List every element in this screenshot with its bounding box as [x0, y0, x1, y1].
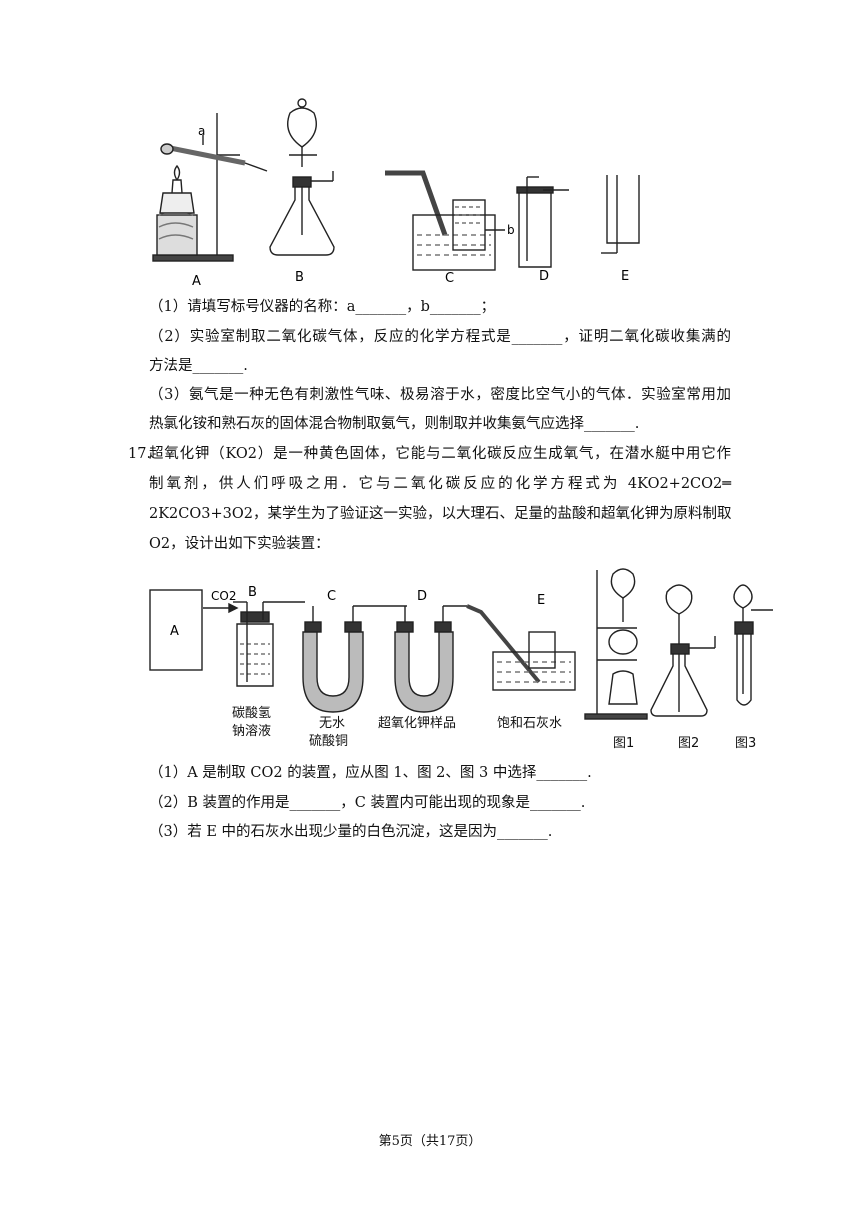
q16-sub3-line2: 热氯化铵和熟石灰的固体混合物制取氨气，则制取并收集氨气应选择_______.: [149, 416, 640, 432]
q16-sub1: （1）请填写标号仪器的名称：a_______，b_______；: [149, 299, 496, 315]
gas-label-co2: CO2: [211, 589, 236, 603]
page-footer: 第5页（共17页）: [378, 1134, 482, 1149]
label-e: E: [621, 269, 629, 284]
q17-sub2: （2）B 装置的作用是_______，C 装置内可能出现的现象是_______.: [149, 795, 586, 811]
setup-label-d: D: [417, 589, 427, 604]
caption-b-line2: 钠溶液: [232, 724, 272, 739]
experiment-setup-drawing: A CO2 B C D E: [149, 568, 773, 720]
caption-d: 超氧化钾样品: [378, 716, 457, 731]
caption-fig1: 图1: [613, 736, 635, 751]
q17-number: 17.: [128, 446, 152, 462]
apparatus-figure-1-drawing: a b A B C D E: [152, 98, 640, 289]
marker-b: b: [507, 223, 515, 237]
caption-fig3: 图3: [735, 736, 757, 751]
q17-sub3: （3）若 E 中的石灰水出现少量的白色沉淀，这是因为_______.: [149, 824, 553, 840]
caption-b-line1: 碳酸氢: [232, 706, 272, 721]
label-b: B: [295, 270, 304, 285]
caption-c-line2: 硫酸铜: [309, 734, 349, 749]
q16-sub2-line2: 方法是_______.: [149, 358, 248, 374]
caption-fig2: 图2: [678, 736, 700, 751]
label-a: A: [192, 274, 201, 289]
q17-sub1: （1）A 是制取 CO2 的装置，应从图 1、图 2、图 3 中选择______…: [149, 765, 592, 781]
setup-label-e: E: [537, 593, 545, 608]
caption-c-line1: 无水: [319, 716, 346, 731]
marker-a: a: [198, 124, 205, 138]
apparatus-figure-1: a b A B C D E: [145, 95, 665, 295]
caption-e: 饱和石灰水: [497, 716, 563, 731]
q17-line1: 超氧化钾（KO2）是一种黄色固体，它能与二氧化碳反应生成氧气，在潜水艇中用它作: [149, 446, 731, 462]
label-d: D: [539, 269, 549, 284]
q16-sub2-line1: （2）实验室制取二氧化碳气体，反应的化学方程式是_______，证明二氧化碳收集…: [149, 329, 731, 345]
box-label-a: A: [170, 624, 179, 639]
setup-label-c: C: [327, 589, 336, 604]
q16-sub3-line1: （3）氨气是一种无色有刺激性气味、极易溶于水，密度比空气小的气体．实验室常用加: [149, 387, 731, 403]
q17-line2: 制氧剂，供人们呼吸之用．它与二氧化碳反应的化学方程式为 4KO2+2CO2═: [149, 476, 731, 492]
setup-label-b: B: [248, 585, 257, 600]
q17-line3: 2K2CO3+3O2，某学生为了验证这一实验，以大理石、足量的盐酸和超氧化钾为原…: [149, 506, 732, 522]
experiment-setup-figure: A CO2 B C D E: [145, 562, 785, 758]
q17-line4: O2，设计出如下实验装置：: [149, 536, 330, 552]
label-c: C: [445, 271, 454, 286]
